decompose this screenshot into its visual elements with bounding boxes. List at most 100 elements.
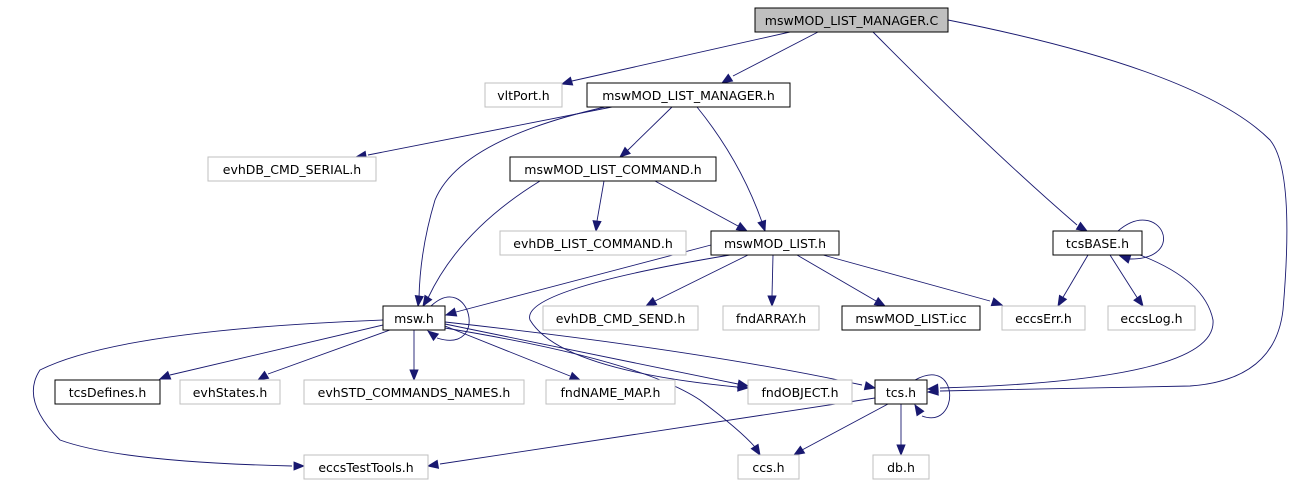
arrowhead-icon <box>792 445 806 456</box>
node-tcs-h[interactable]: tcs.h <box>874 379 928 405</box>
edge-line <box>771 254 774 297</box>
edge-line <box>367 106 613 156</box>
edge-line <box>430 296 470 341</box>
arrowhead-icon <box>256 370 270 381</box>
edge-msw-to-evhstates <box>256 329 391 381</box>
node-tcsdefines-h[interactable]: tcsDefines.h <box>54 379 161 405</box>
arrowhead-icon <box>293 461 306 471</box>
node-msw-mod-list-manager-h[interactable]: mswMOD_LIST_MANAGER.h <box>586 82 791 108</box>
node-eccslog-h[interactable]: eccsLog.h <box>1107 305 1196 331</box>
arrowhead-icon <box>560 76 574 86</box>
arrowhead-icon <box>1118 254 1132 264</box>
edge-tcsbase-to-tcs <box>926 254 1214 393</box>
node-evhstates-h[interactable]: evhStates.h <box>179 379 281 405</box>
arrowhead-icon <box>592 220 602 233</box>
node-fndarray-h[interactable]: fndARRAY.h <box>722 305 820 331</box>
edge-list-command-to-mod-list <box>654 180 749 232</box>
edge-root-to-tcs <box>926 19 1288 396</box>
edge-line <box>1117 219 1164 260</box>
edge-line <box>596 180 605 222</box>
node-evhdb-cmd-send-h[interactable]: evhDB_CMD_SEND.h <box>542 305 699 331</box>
edge-msw-to-std-commands <box>409 330 419 382</box>
node-eccserr-h[interactable]: eccsErr.h <box>1001 305 1086 331</box>
edge-root-to-list-manager-h <box>720 31 819 84</box>
arrowhead-icon <box>1057 294 1068 308</box>
edge-line <box>444 321 863 386</box>
arrowhead-icon <box>158 370 172 380</box>
edge-root-to-vltport <box>560 31 791 86</box>
edge-line <box>32 319 384 467</box>
arrowhead-icon <box>757 219 767 233</box>
node-msw-mod-list-h[interactable]: mswMOD_LIST.h <box>710 230 840 256</box>
node-db-h[interactable]: db.h <box>872 454 930 480</box>
edge-tcsbase-to-eccserr <box>1057 254 1089 308</box>
graph-nodes: mswMOD_LIST_MANAGER.C vltPort.h mswMOD_L… <box>54 7 1196 480</box>
node-label: evhDB_CMD_SEND.h <box>556 311 686 326</box>
node-label: tcs.h <box>886 385 916 400</box>
node-label: evhDB_CMD_SERIAL.h <box>223 162 361 177</box>
node-label: mswMOD_LIST_MANAGER.C <box>765 13 939 28</box>
node-label: evhStates.h <box>193 385 268 400</box>
node-msw-mod-list-command-h[interactable]: mswMOD_LIST_COMMAND.h <box>509 156 717 182</box>
arrowhead-icon <box>644 296 658 307</box>
node-label: vltPort.h <box>497 88 549 103</box>
node-ccs-h[interactable]: ccs.h <box>737 454 800 480</box>
node-label: evhSTD_COMMANDS_NAMES.h <box>318 385 511 400</box>
edge-tcs-to-ccs <box>792 403 889 456</box>
node-label: ccs.h <box>752 460 784 475</box>
edge-root-to-tcsbase <box>872 31 1089 232</box>
arrowhead-icon <box>896 444 906 457</box>
node-fndname-map-h[interactable]: fndNAME_MAP.h <box>545 379 676 405</box>
node-label: eccsErr.h <box>1015 311 1072 326</box>
node-label: mswMOD_LIST.h <box>724 236 826 251</box>
edge-line <box>444 323 739 385</box>
edge-tcs-to-db <box>896 404 906 457</box>
node-evhstd-commands-names-h[interactable]: evhSTD_COMMANDS_NAMES.h <box>303 379 525 405</box>
node-msw-mod-list-icc[interactable]: mswMOD_LIST.icc <box>841 305 981 331</box>
edge-tcs-to-eccstesttools <box>426 397 876 469</box>
edge-mod-list-to-cmd-send <box>644 254 749 307</box>
edge-line <box>939 19 1288 392</box>
node-label: fndOBJECT.h <box>761 385 838 400</box>
edge-line <box>1109 254 1139 300</box>
arrowhead-icon <box>750 443 761 457</box>
edge-tcsbase-to-eccslog <box>1109 254 1144 307</box>
node-label: eccsLog.h <box>1120 311 1182 326</box>
edge-list-command-to-msw <box>422 180 541 308</box>
edge-line <box>822 254 991 302</box>
edge-msw-to-fndobject <box>444 323 750 389</box>
arrowhead-icon <box>736 379 750 389</box>
arrowhead-icon <box>422 294 433 308</box>
node-evhdb-list-command-h[interactable]: evhDB_LIST_COMMAND.h <box>499 230 687 256</box>
node-eccstesttools-h[interactable]: eccsTestTools.h <box>303 454 429 480</box>
arrowhead-icon <box>1075 221 1089 232</box>
edge-tcsbase-self <box>1117 219 1164 264</box>
node-msw-h[interactable]: msw.h <box>382 305 446 331</box>
node-msw-mod-list-manager-c[interactable]: mswMOD_LIST_MANAGER.C <box>754 7 949 33</box>
arrowhead-icon <box>427 330 440 342</box>
node-label: eccsTestTools.h <box>318 460 413 475</box>
edge-line <box>418 106 606 299</box>
arrowhead-icon <box>619 146 631 158</box>
edge-line <box>439 397 876 465</box>
edge-mod-list-to-eccserr <box>822 254 1004 307</box>
edge-line <box>796 254 877 302</box>
node-label: fndNAME_MAP.h <box>561 385 661 400</box>
node-label: mswMOD_LIST.icc <box>855 311 966 326</box>
node-tcsbase-h[interactable]: tcsBASE.h <box>1052 230 1143 256</box>
arrowhead-icon <box>914 403 925 417</box>
node-evhdb-cmd-serial-h[interactable]: evhDB_CMD_SERIAL.h <box>207 156 377 182</box>
edge-line <box>455 244 712 313</box>
node-label: evhDB_LIST_COMMAND.h <box>513 236 673 251</box>
edge-line <box>626 106 673 152</box>
arrowhead-icon <box>568 371 582 381</box>
node-label: mswMOD_LIST_COMMAND.h <box>524 162 701 177</box>
node-fndobject-h[interactable]: fndOBJECT.h <box>747 379 853 405</box>
edge-line <box>654 254 749 302</box>
edge-mod-list-to-msw <box>444 244 712 317</box>
edge-line <box>444 325 571 377</box>
edge-list-manager-to-mod-list <box>696 106 767 233</box>
node-vltport-h[interactable]: vltPort.h <box>484 82 563 108</box>
edge-msw-to-tcsdefines <box>158 324 384 380</box>
